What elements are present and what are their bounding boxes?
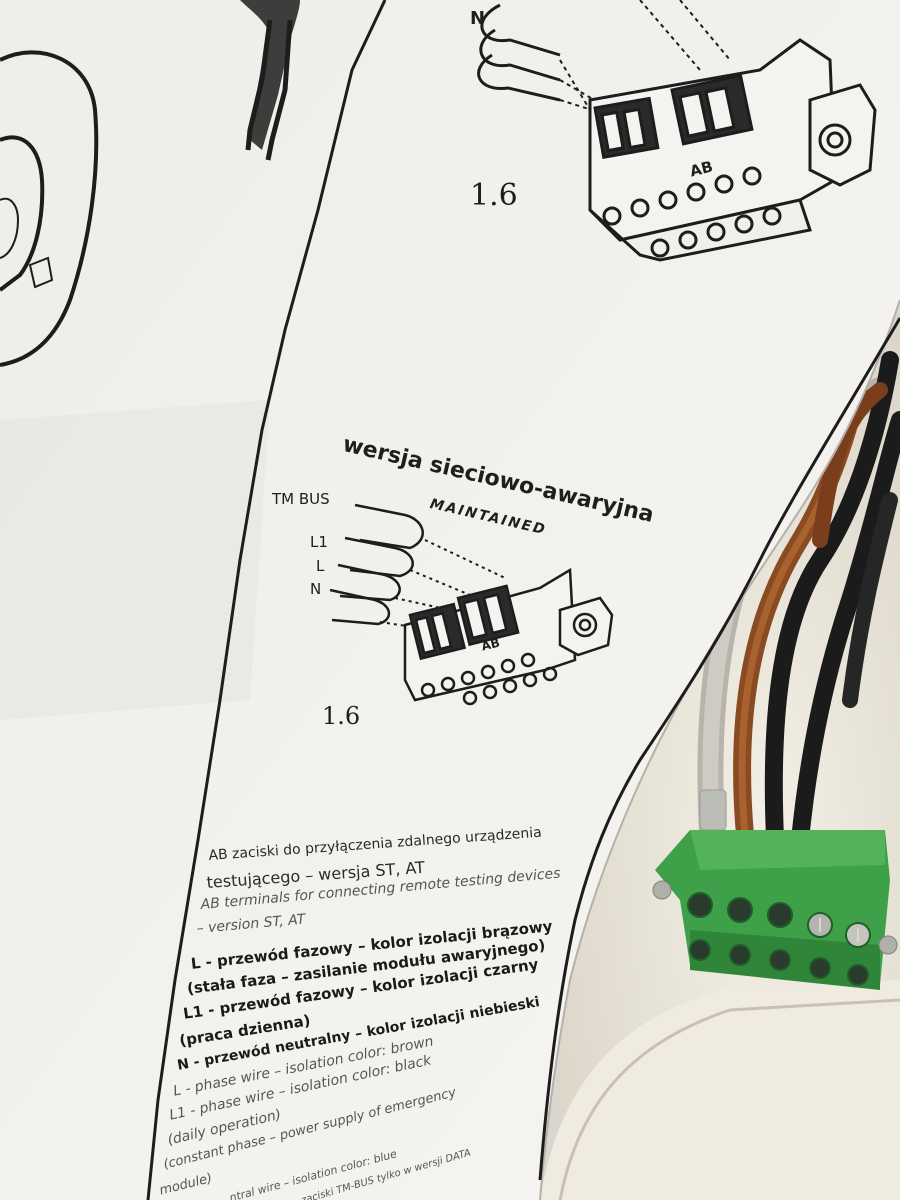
wire-label-l: L [316,557,325,575]
top-figure-number: 1.6 [470,178,518,213]
main-figure-number: 1.6 [322,702,361,730]
fixture-rim-edge [558,998,900,1200]
spring-clip-sketch [240,0,300,150]
green-terminal-block [652,830,898,990]
wire-label-l1: L1 [310,533,328,551]
fixture-rim [540,980,900,1200]
wire-label-n: N [310,580,322,598]
top-wire-label-n: N [470,8,486,29]
paper-shadow [0,400,270,720]
top-connector-diagram [477,0,877,262]
sheet-frame-lines [146,0,900,1200]
sheet-edge [539,299,900,1200]
maintained-connector-diagram [329,503,614,706]
wire-label-tm-bus: TM BUS [272,490,330,508]
